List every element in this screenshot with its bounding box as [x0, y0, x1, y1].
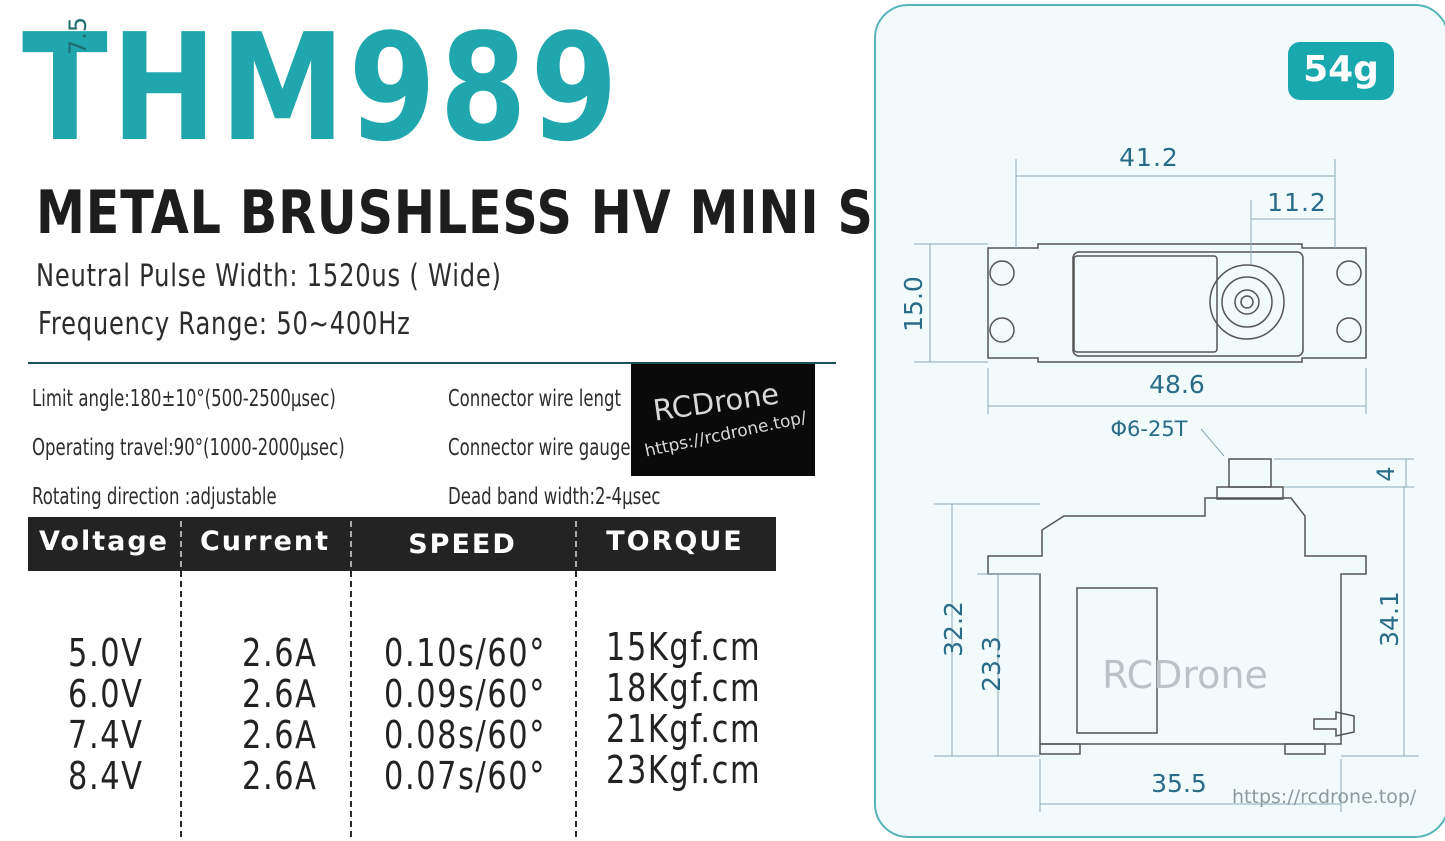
drawing-watermark-brand: RCDrone: [1102, 653, 1268, 697]
limit-angle-text: Limit angle:180±10°(500-2500μsec): [32, 386, 336, 412]
neutral-pulse-text: Neutral Pulse Width: 1520us ( Wide): [36, 258, 502, 294]
dimension-drawing-panel: [874, 4, 1445, 838]
table-cell: 18Kgf.cm: [606, 666, 762, 710]
top-view-outline: [987, 243, 1367, 363]
horn-outer: [1209, 264, 1285, 340]
table-cell: 21Kgf.cm: [606, 707, 762, 751]
spec-table-header: Voltage Current SPEED TORQUE: [28, 517, 776, 571]
connector-gauge-text: Connector wire gauge: [448, 435, 631, 461]
horn-inner: [1234, 289, 1260, 315]
header-current: Current: [199, 526, 331, 557]
dim-horn-offset: 11.2: [1267, 188, 1327, 217]
model-small-label: 7.5: [64, 16, 92, 55]
table-cell: 0.08s/60°: [384, 713, 547, 757]
table-cell: 0.09s/60°: [384, 672, 547, 716]
header-divider: [350, 521, 352, 567]
header-torque: TORQUE: [606, 526, 744, 557]
operating-travel-text: Operating travel:90°(1000-2000μsec): [32, 435, 345, 461]
horn-core: [1240, 295, 1254, 309]
dim-spline-height: 4: [1372, 466, 1400, 481]
table-cell: 0.10s/60°: [384, 631, 547, 675]
torque-column: 15Kgf.cm 18Kgf.cm 21Kgf.cm 23Kgf.cm: [606, 627, 800, 791]
table-cell: 0.07s/60°: [384, 754, 547, 798]
table-cell: 5.0V: [68, 631, 144, 675]
spline: [1228, 458, 1272, 488]
dim-total-length: 48.6: [1149, 370, 1205, 399]
table-cell: 7.4V: [68, 713, 144, 757]
table-cell: 15Kgf.cm: [606, 625, 762, 669]
frequency-range-text: Frequency Range: 50~400Hz: [38, 306, 411, 342]
dim-body-height: 23.3: [977, 636, 1006, 692]
header-divider: [180, 521, 182, 567]
header-speed: SPEED: [408, 529, 517, 560]
side-view-label: [1076, 587, 1158, 734]
column-divider: [350, 571, 352, 837]
top-view-inner: [1072, 251, 1304, 357]
voltage-column: 5.0V 6.0V 7.4V 8.4V: [68, 633, 162, 797]
horn-mid: [1221, 276, 1273, 328]
dim-side-width: 35.5: [1151, 769, 1207, 798]
table-cell: 6.0V: [68, 672, 144, 716]
product-line-title: METAL BRUSHLESS HV MINI SERVO: [36, 178, 1028, 248]
header-divider: [575, 521, 577, 567]
column-divider: [575, 571, 577, 837]
side-view-outline: [987, 497, 1367, 745]
watermark-overlay: RCDrone https://rcdrone.top/: [631, 364, 815, 476]
model-title: THM989: [22, 2, 622, 174]
divider-line: [28, 362, 836, 364]
top-view-label-area: [1073, 255, 1218, 353]
table-cell: 2.6A: [242, 754, 318, 798]
table-cell: 8.4V: [68, 754, 144, 798]
column-divider: [180, 571, 182, 837]
table-cell: 2.6A: [242, 631, 318, 675]
speed-column: 0.10s/60° 0.09s/60° 0.08s/60° 0.07s/60°: [384, 633, 587, 797]
current-column: 2.6A 2.6A 2.6A 2.6A: [242, 633, 336, 797]
table-cell: 2.6A: [242, 713, 318, 757]
servo-dimension-drawing: 41.2 11.2 15.0 48.6 Φ6-25T 4 32.2 23.3 3…: [899, 143, 1419, 812]
drawing-watermark-url: https://rcdrone.top/: [1232, 786, 1417, 808]
header-voltage: Voltage: [39, 526, 169, 557]
dim-height-top: 15.0: [899, 276, 928, 332]
weight-badge: 54g: [1288, 42, 1394, 100]
table-cell: 2.6A: [242, 672, 318, 716]
rotating-direction-text: Rotating direction :adjustable: [32, 484, 277, 510]
table-cell: 23Kgf.cm: [606, 748, 762, 792]
dim-top-width: 41.2: [1119, 143, 1179, 172]
dim-total-height: 34.1: [1375, 591, 1404, 647]
dim-spline: Φ6-25T: [1110, 417, 1187, 441]
connector-length-text: Connector wire lengt: [448, 386, 622, 412]
dim-side-height: 32.2: [939, 601, 968, 657]
dead-band-text: Dead band width:2-4μsec: [448, 484, 661, 510]
